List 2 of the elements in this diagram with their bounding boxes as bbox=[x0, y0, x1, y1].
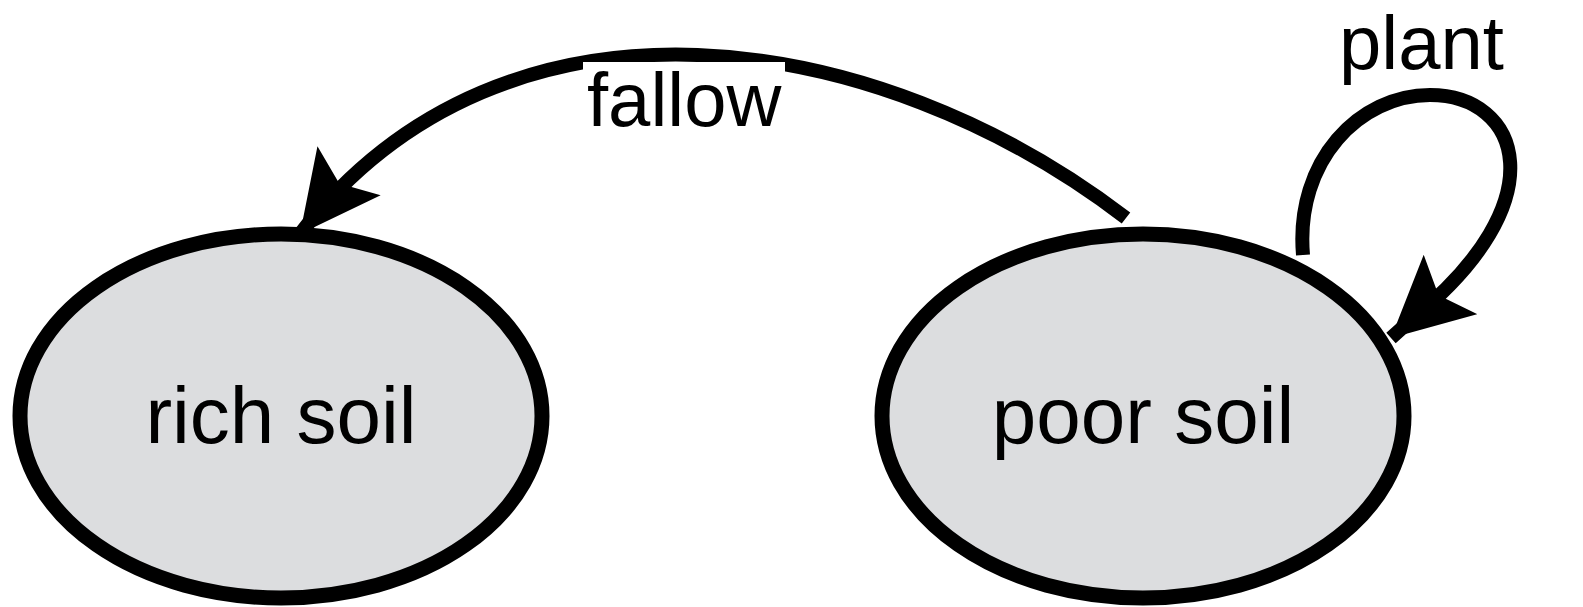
state-label: rich soil bbox=[145, 376, 417, 456]
arrow bbox=[1295, 88, 1517, 344]
